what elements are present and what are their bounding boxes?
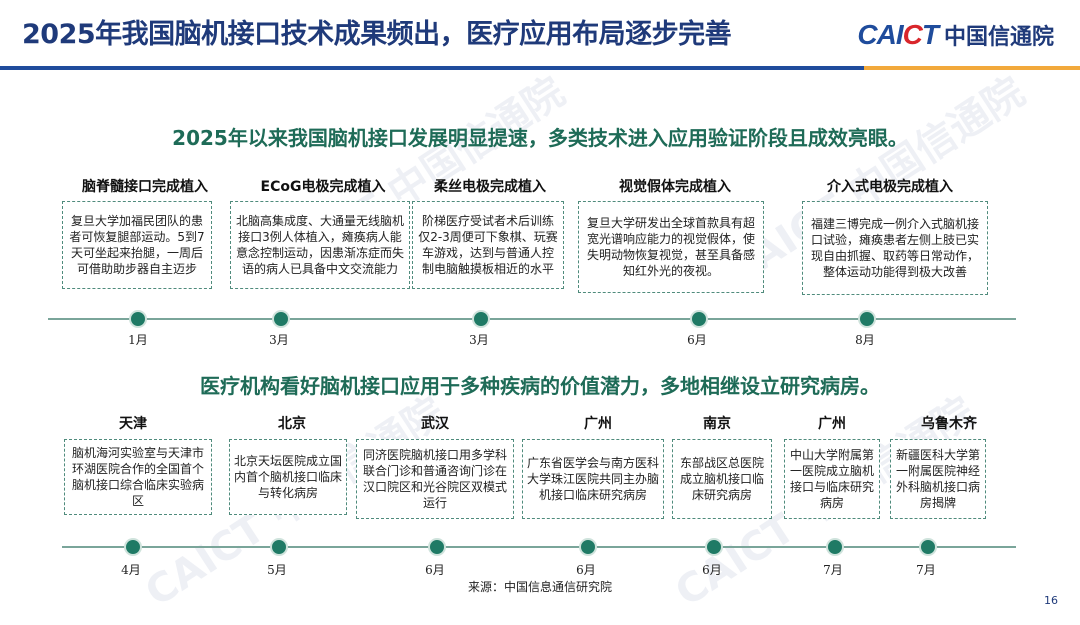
timeline-dot xyxy=(858,310,876,328)
city-label: 广州 xyxy=(584,416,612,432)
milestone-label: 柔丝电极完成植入 xyxy=(434,179,546,195)
city-label: 南京 xyxy=(703,416,731,432)
milestone-description: 复旦大学研发出全球首款具有超宽光谱响应能力的视觉假体，使失明动物恢复视觉，甚至具… xyxy=(578,201,764,293)
city-label: 天津 xyxy=(119,416,147,432)
timeline-dot xyxy=(272,310,290,328)
milestone-month: 6月 xyxy=(687,333,707,347)
ward-month: 6月 xyxy=(576,563,596,577)
logo-mark: CAICT xyxy=(857,19,939,50)
timeline-dot xyxy=(129,310,147,328)
timeline-dot xyxy=(919,538,937,556)
milestone-label: 脑脊髓接口完成植入 xyxy=(82,179,208,195)
timeline-dot xyxy=(124,538,142,556)
ward-month: 5月 xyxy=(267,563,287,577)
timeline-dot xyxy=(270,538,288,556)
ward-month: 7月 xyxy=(823,563,843,577)
timeline-1 xyxy=(48,318,1016,320)
milestone-description: 复旦大学加福民团队的患者可恢复腿部运动。5到7天可坐起来抬腿，一周后可借助助步器… xyxy=(62,201,212,289)
milestone-month: 1月 xyxy=(128,333,148,347)
page-title: 2025年我国脑机接口技术成果频出，医疗应用布局逐步完善 xyxy=(22,19,732,50)
milestone-month: 3月 xyxy=(269,333,289,347)
timeline-dot xyxy=(428,538,446,556)
ward-description: 中山大学附属第一医院成立脑机接口与临床研究病房 xyxy=(784,439,880,519)
ward-description: 广东省医学会与南方医科大学珠江医院共同主办脑机接口临床研究病房 xyxy=(522,439,664,519)
ward-description: 同济医院脑机接口用多学科联合门诊和普通咨询门诊在汉口院区和光谷院区双模式运行 xyxy=(356,439,514,519)
timeline-dot xyxy=(705,538,723,556)
milestone-description: 福建三博完成一例介入式脑机接口试验，瘫痪患者左侧上肢已实现自由抓握、取药等日常动… xyxy=(802,201,988,295)
ward-month: 7月 xyxy=(916,563,936,577)
logo-chinese-name: 中国信通院 xyxy=(943,25,1054,50)
source-note: 来源：中国信息通信研究院 xyxy=(467,580,612,594)
section1-headline: 2025年以来我国脑机接口发展明显提速，多类技术进入应用验证阶段且成效亮眼。 xyxy=(172,126,908,150)
header-rule xyxy=(0,66,1080,70)
ward-description: 北京天坛医院成立国内首个脑机接口临床与转化病房 xyxy=(229,439,347,515)
milestone-label: 介入式电极完成植入 xyxy=(827,179,953,195)
ward-month: 6月 xyxy=(702,563,722,577)
section2-headline: 医疗机构看好脑机接口应用于多种疾病的价值潜力，多地相继设立研究病房。 xyxy=(200,374,880,398)
milestone-description: 北脑高集成度、大通量无线脑机接口3例人体植入，瘫痪病人能意念控制运动，因患渐冻症… xyxy=(230,201,410,289)
milestone-month: 8月 xyxy=(855,333,875,347)
city-label: 广州 xyxy=(818,416,846,432)
ward-month: 4月 xyxy=(121,563,141,577)
timeline-2 xyxy=(62,546,1016,548)
city-label: 乌鲁木齐 xyxy=(921,416,977,432)
timeline-dot xyxy=(690,310,708,328)
ward-description: 脑机海河实验室与天津市环湖医院合作的全国首个脑机接口综合临床实验病区 xyxy=(64,439,212,515)
page-number: 16 xyxy=(1044,594,1058,607)
ward-month: 6月 xyxy=(425,563,445,577)
milestone-description: 阶梯医疗受试者术后训练仅2-3周便可下象棋、玩赛车游戏，达到与普通人控制电脑触摸… xyxy=(412,201,564,289)
timeline-dot xyxy=(579,538,597,556)
city-label: 武汉 xyxy=(421,416,449,432)
timeline-dot xyxy=(472,310,490,328)
ward-description: 新疆医科大学第一附属医院神经外科脑机接口病房揭牌 xyxy=(890,439,986,519)
timeline-dot xyxy=(826,538,844,556)
milestone-label: 视觉假体完成植入 xyxy=(619,179,731,195)
ward-description: 东部战区总医院成立脑机接口临床研究病房 xyxy=(672,439,772,519)
milestone-label: ECoG电极完成植入 xyxy=(260,179,386,195)
milestone-month: 3月 xyxy=(469,333,489,347)
caict-logo: CAICT 中国信通院 xyxy=(857,18,1054,52)
city-label: 北京 xyxy=(278,416,306,432)
